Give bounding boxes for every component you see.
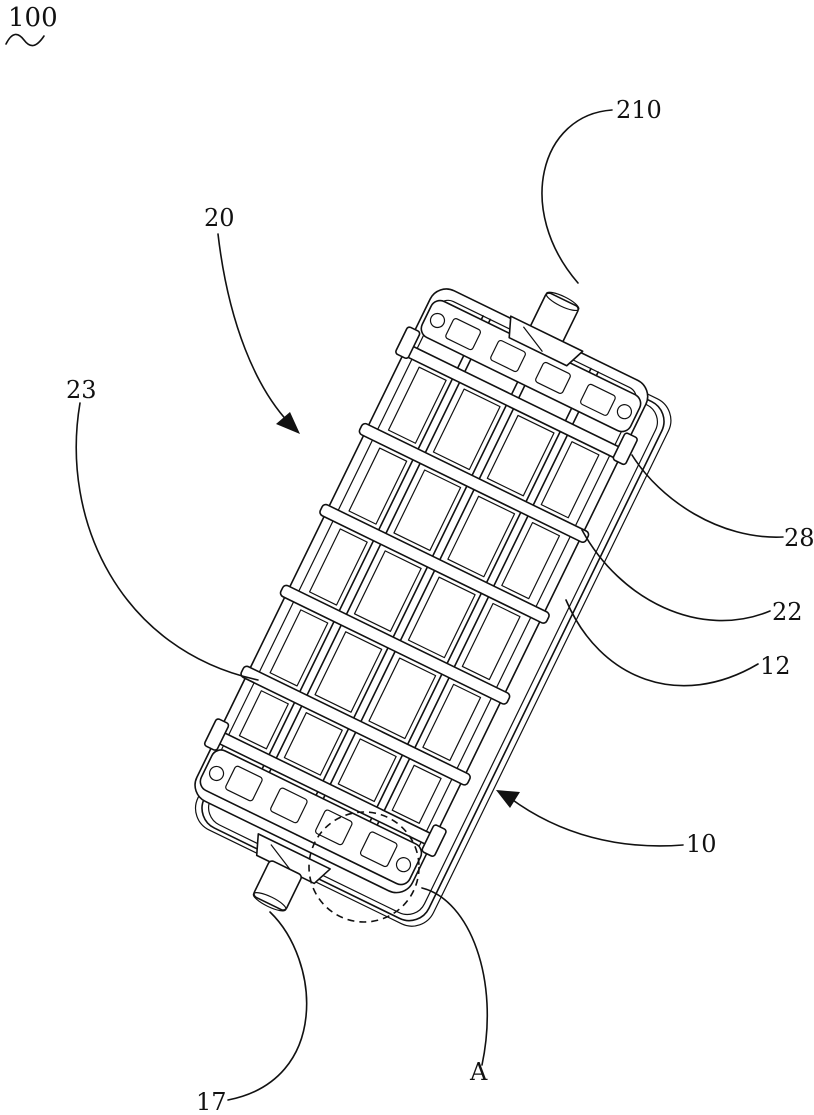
label-17: 17 xyxy=(196,1088,227,1115)
label-10: 10 xyxy=(686,830,717,858)
arrowhead-10 xyxy=(496,790,520,808)
filter-assembly xyxy=(152,241,701,973)
figure-number-squiggle xyxy=(6,34,44,45)
leader-20 xyxy=(218,234,294,428)
leader-12 xyxy=(566,600,758,686)
label-20: 20 xyxy=(204,204,235,232)
label-22: 22 xyxy=(772,598,803,626)
leader-17 xyxy=(228,912,307,1100)
leader-22 xyxy=(582,530,770,621)
figure-number-label: 100 xyxy=(8,3,58,33)
figure-number: 100 xyxy=(6,3,58,46)
leader-23 xyxy=(76,403,258,680)
label-12: 12 xyxy=(760,652,791,680)
leader-10 xyxy=(510,798,683,846)
label-210: 210 xyxy=(616,96,662,124)
leader-210 xyxy=(542,110,612,283)
label-28: 28 xyxy=(784,524,814,552)
arrowhead-20 xyxy=(276,412,300,434)
label-23: 23 xyxy=(66,376,97,404)
label-a: A xyxy=(469,1058,488,1086)
leader-28 xyxy=(632,455,783,537)
